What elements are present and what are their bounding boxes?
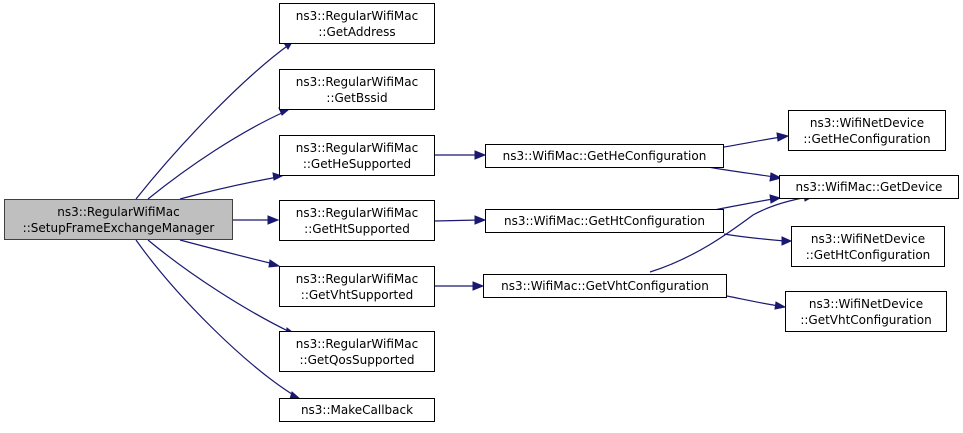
edge-root-to-get-vht-supported <box>179 239 275 265</box>
node-get-vht-supported[interactable]: ns3::RegularWifiMac ::GetVhtSupported <box>279 266 435 307</box>
node-get-address-line1: ns3::RegularWifiMac <box>295 8 419 23</box>
arrowhead-icon <box>776 132 790 142</box>
node-get-ht-supported-line2: ::GetHtSupported <box>304 221 410 236</box>
edge-wifimac-vht-config-to-get-device <box>649 196 809 273</box>
arrowhead-icon <box>769 172 783 182</box>
edge-root-to-make-callback <box>135 239 296 397</box>
node-make-callback[interactable]: ns3::MakeCallback <box>279 398 435 422</box>
node-wifimac-get-ht-configuration[interactable]: ns3::WifiMac::GetHtConfiguration <box>485 209 724 233</box>
edge-root-to-get-qos-supported <box>147 239 291 333</box>
node-setup-frame-exchange-manager: ns3::RegularWifiMac ::SetupFrameExchange… <box>4 199 233 240</box>
node-get-qos-supported[interactable]: ns3::RegularWifiMac ::GetQosSupported <box>279 331 435 372</box>
node-get-he-supported-line1: ns3::RegularWifiMac <box>295 140 419 155</box>
node-wifimac-get-device[interactable]: ns3::WifiMac::GetDevice <box>779 175 959 199</box>
node-wifimac-get-he-configuration-line1: ns3::WifiMac::GetHeConfiguration <box>502 149 707 163</box>
arrowhead-icon <box>781 236 793 246</box>
node-get-he-supported-line2: ::GetHeSupported <box>302 156 412 171</box>
node-netdevice-get-he-configuration[interactable]: ns3::WifiNetDevice ::GetHeConfiguration <box>788 110 946 151</box>
arrowhead-icon <box>774 301 787 310</box>
node-make-callback-line1: ns3::MakeCallback <box>300 403 414 417</box>
edge-root-to-get-address <box>135 43 291 200</box>
node-netdevice-get-he-configuration-line1: ns3::WifiNetDevice <box>809 115 925 130</box>
edge-wifimac-he-config-to-get-device <box>707 166 775 178</box>
node-get-ht-supported[interactable]: ns3::RegularWifiMac ::GetHtSupported <box>279 200 435 241</box>
node-get-bssid-line2: ::GetBssid <box>326 90 388 105</box>
edge-wifimac-ht-config-to-netdevice-ht-config <box>723 233 786 242</box>
node-wifimac-get-vht-configuration[interactable]: ns3::WifiMac::GetVhtConfiguration <box>483 274 727 298</box>
arrowhead-icon <box>474 215 487 225</box>
arrowhead-icon <box>268 259 281 268</box>
edge-root-to-get-bssid <box>147 111 285 200</box>
node-wifimac-get-he-configuration[interactable]: ns3::WifiMac::GetHeConfiguration <box>485 144 724 168</box>
arrowhead-icon <box>472 281 485 291</box>
node-netdevice-get-vht-configuration-line2: ::GetVhtConfiguration <box>800 312 932 327</box>
node-get-bssid[interactable]: ns3::RegularWifiMac ::GetBssid <box>279 69 435 110</box>
edge-root-to-get-he-supported <box>179 176 279 200</box>
arrowhead-icon <box>267 215 280 225</box>
arrowhead-icon <box>474 150 487 160</box>
node-get-he-supported[interactable]: ns3::RegularWifiMac ::GetHeSupported <box>279 135 435 176</box>
node-wifimac-get-ht-configuration-line1: ns3::WifiMac::GetHtConfiguration <box>504 214 705 228</box>
node-wifimac-get-vht-configuration-line1: ns3::WifiMac::GetVhtConfiguration <box>501 279 709 293</box>
node-get-qos-supported-line2: ::GetQosSupported <box>299 352 415 367</box>
node-netdevice-get-ht-configuration-line2: ::GetHtConfiguration <box>805 247 931 262</box>
node-netdevice-get-vht-configuration[interactable]: ns3::WifiNetDevice ::GetVhtConfiguration <box>785 291 947 332</box>
node-netdevice-get-vht-configuration-line1: ns3::WifiNetDevice <box>808 296 924 311</box>
edge-ht-supported-to-wifimac-ht-config <box>434 219 480 222</box>
arrowhead-icon <box>272 172 284 181</box>
node-netdevice-get-ht-configuration-line1: ns3::WifiNetDevice <box>810 231 926 246</box>
node-wifimac-get-device-line1: ns3::WifiMac::GetDevice <box>795 180 943 194</box>
edge-wifimac-he-config-to-netdevice-he-config <box>723 136 782 148</box>
node-setup-frame-exchange-manager-line1: ns3::RegularWifiMac <box>57 204 180 219</box>
arrowhead-icon <box>769 194 782 204</box>
node-get-vht-supported-line1: ns3::RegularWifiMac <box>295 271 419 286</box>
node-get-ht-supported-line1: ns3::RegularWifiMac <box>295 205 419 220</box>
node-netdevice-get-he-configuration-line2: ::GetHeConfiguration <box>803 131 931 146</box>
node-setup-frame-exchange-manager-line2: ::SetupFrameExchangeManager <box>22 220 215 235</box>
node-netdevice-get-ht-configuration[interactable]: ns3::WifiNetDevice ::GetHtConfiguration <box>791 226 945 267</box>
node-get-qos-supported-line1: ns3::RegularWifiMac <box>295 336 419 351</box>
node-get-address[interactable]: ns3::RegularWifiMac ::GetAddress <box>279 3 435 44</box>
node-get-vht-supported-line2: ::GetVhtSupported <box>300 287 414 302</box>
edge-wifimac-vht-config-to-netdevice-vht-config <box>726 295 780 307</box>
node-get-address-line2: ::GetAddress <box>318 24 396 39</box>
edge-wifimac-ht-config-to-get-device <box>713 198 774 211</box>
node-get-bssid-line1: ns3::RegularWifiMac <box>295 74 419 89</box>
